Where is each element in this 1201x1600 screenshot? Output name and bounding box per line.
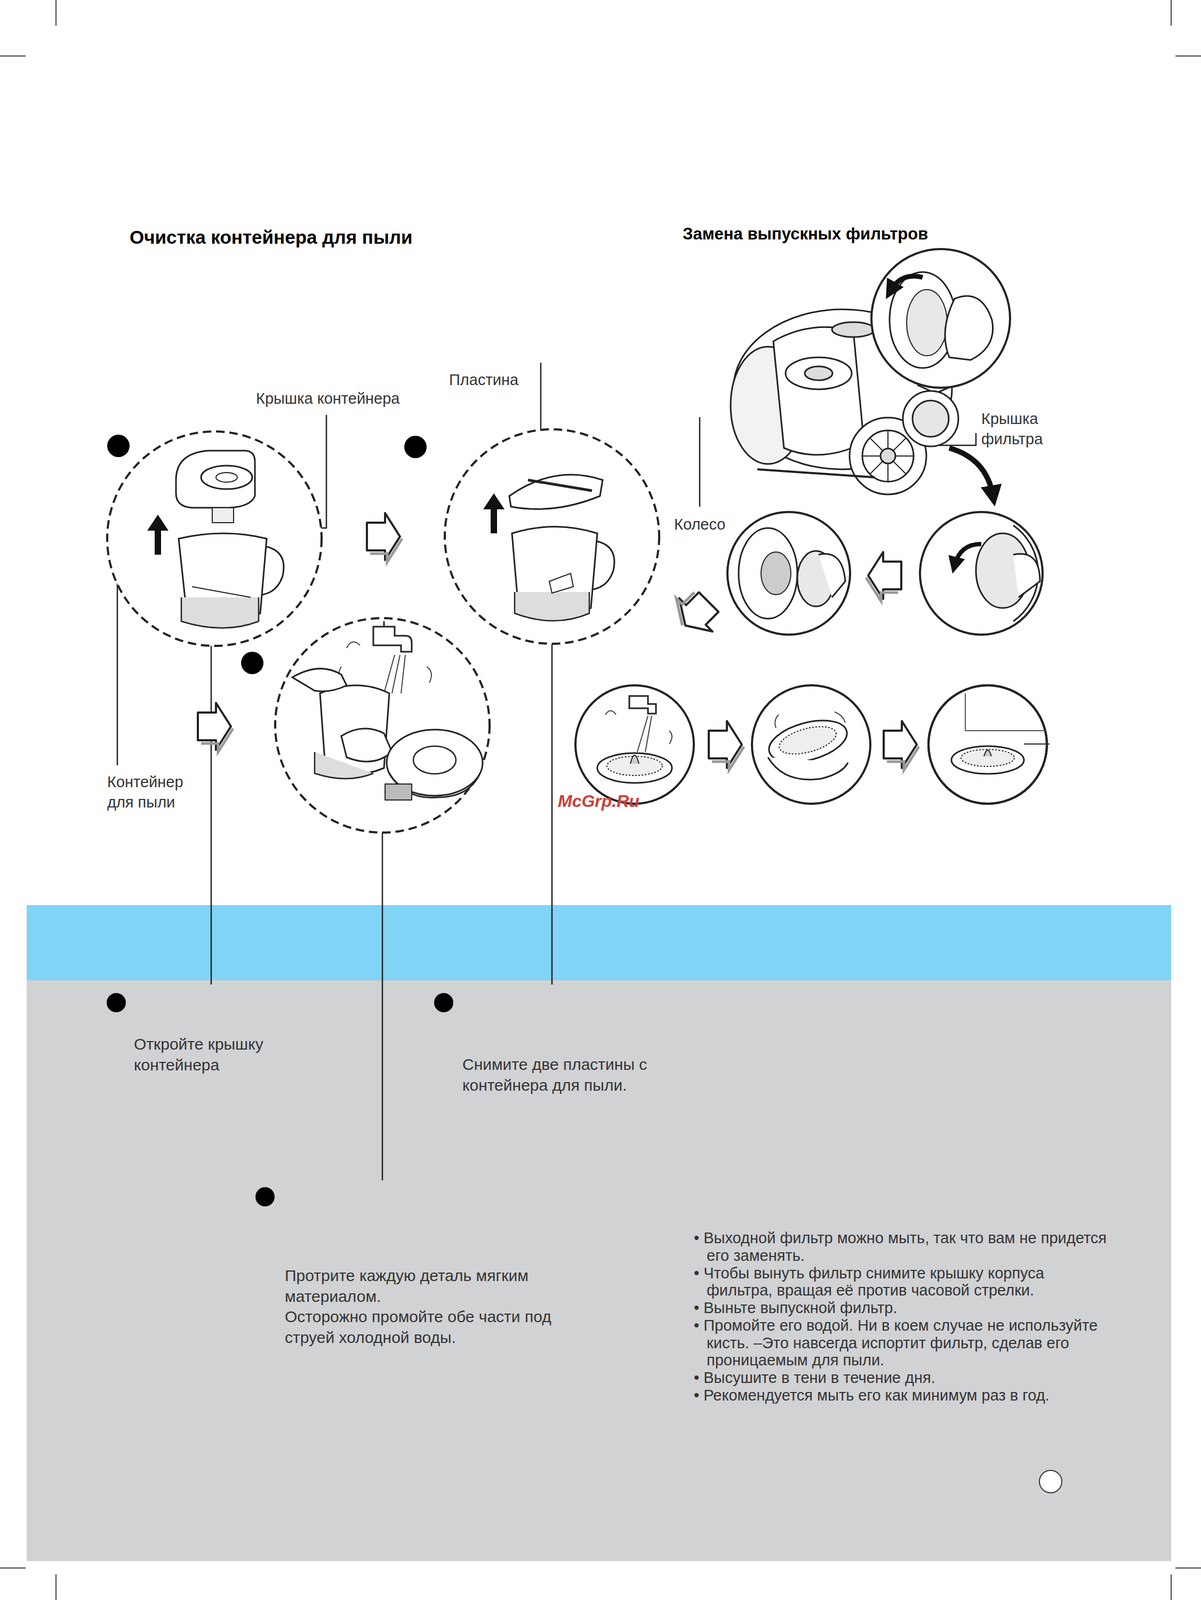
step-arrow [866,551,902,602]
step-illustration-1 [107,431,322,646]
bullet-note: • Выньте выпускной фильтр. [693,1299,1112,1317]
section-heading: Замена выпускных фильтров [682,223,1003,244]
bullet-note: • Высушите в тени в течение дня. [693,1368,1112,1387]
blue-band [26,905,1172,981]
step-arrow [197,702,234,752]
bullet-note: • Промойте его водой. Ни в коем случае н… [693,1316,1112,1369]
filter-zoom [727,511,1043,635]
step-text: Снимите две пластины с контейнера для пы… [462,1053,692,1096]
filter-cover-zoom [871,249,1011,392]
bullet-note: • Выходной фильтр можно мыть, так что ва… [693,1229,1112,1265]
part-label: Пластина [449,370,540,391]
leader-lines [117,362,976,1181]
bullet-note: • Чтобы вынуть фильтр снимите крышку кор… [693,1264,1112,1300]
step-illustration-3 [275,618,490,833]
part-label: Крышка фильтра [981,409,1062,450]
filter-dry [928,685,1050,804]
page-number-circle [1039,1470,1062,1493]
part-label: Колесо [674,514,749,535]
part-label: Контейнер для пыли [107,772,204,813]
step-arrow [883,721,919,771]
watermark: McGrp.Ru [557,790,665,812]
step-arrow [708,721,744,771]
step-illustration-2 [444,429,660,644]
step-text: Осторожно промойте обе части под струей … [284,1306,584,1348]
step-text: Протрите каждую деталь мягким материалом… [284,1264,584,1307]
step-arrow [366,513,403,563]
black-arrow [949,447,994,496]
step-arrow [665,583,726,644]
filter-wash [575,685,694,804]
step-text: Откройте крышку контейнера [133,1033,305,1076]
section-heading: Очистка контейнера для пыли [129,226,503,249]
filter-shake [751,685,871,804]
part-label: Крышка контейнера [255,388,432,410]
step-dots [106,434,454,1207]
grey-panel [26,980,1172,1561]
bullet-note: • Рекомендуется мыть его как минимум раз… [693,1386,1112,1405]
